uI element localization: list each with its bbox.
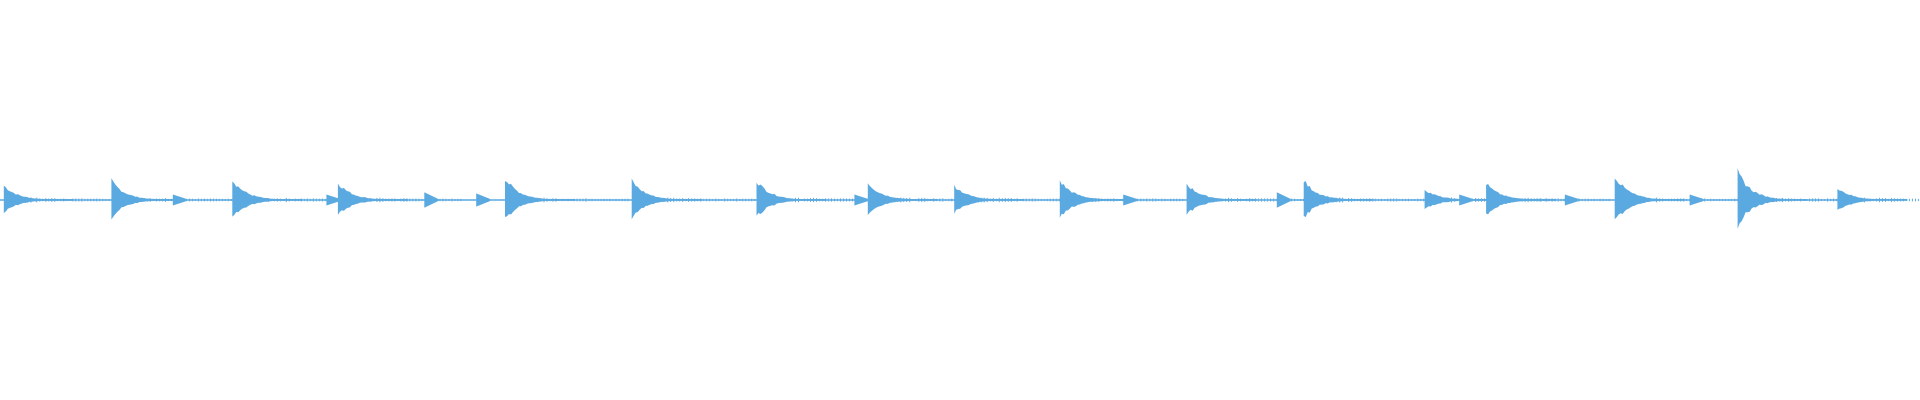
- waveform-onset: [1303, 181, 1428, 218]
- waveform-onset-envelope: [631, 178, 702, 220]
- waveform-blip: [854, 194, 869, 206]
- waveform-blip: [1564, 194, 1579, 206]
- waveform-blip: [476, 193, 491, 207]
- waveform-onset-envelope: [756, 182, 827, 216]
- waveform-onset: [631, 178, 756, 220]
- waveform-onset-envelope: [1486, 184, 1557, 215]
- waveform-onset-envelope: [1614, 178, 1685, 220]
- waveform-onset: [954, 184, 1078, 214]
- waveform-onset-envelope: [1737, 168, 1808, 229]
- waveform-onset: [1614, 178, 1739, 220]
- waveform-onset-envelope: [954, 184, 1025, 214]
- waveform-blip: [1276, 192, 1291, 208]
- waveform-blip: [1459, 194, 1474, 206]
- waveform-onset: [111, 178, 235, 220]
- waveform-onset-envelope: [505, 181, 575, 217]
- waveform-blip: [326, 194, 341, 206]
- waveform-onset: [1059, 180, 1184, 218]
- waveform-blip: [1123, 194, 1138, 206]
- waveform-onset: [337, 183, 462, 215]
- waveform-onsets: [3, 168, 1919, 229]
- waveform-onset: [3, 185, 128, 213]
- waveform-onset-envelope: [337, 183, 408, 215]
- waveform-onset-envelope: [1059, 180, 1130, 218]
- waveform-onset: [1486, 184, 1610, 215]
- waveform-blips: [172, 192, 1704, 208]
- waveform-blip: [172, 194, 187, 206]
- waveform-onset-envelope: [111, 178, 182, 220]
- waveform-onset: [1186, 183, 1311, 215]
- waveform-blip: [424, 192, 439, 208]
- waveform-onset-envelope: [1837, 189, 1908, 210]
- waveform-onset-envelope: [1303, 181, 1374, 218]
- waveform-onset-envelope: [3, 185, 74, 213]
- waveform-onset: [505, 181, 629, 217]
- waveform-onset-envelope: [1186, 183, 1257, 215]
- waveform-blip: [1689, 194, 1704, 206]
- waveform-onset: [1837, 189, 1919, 210]
- waveform-onset-envelope: [867, 183, 938, 215]
- waveform-onset-envelope: [232, 181, 303, 217]
